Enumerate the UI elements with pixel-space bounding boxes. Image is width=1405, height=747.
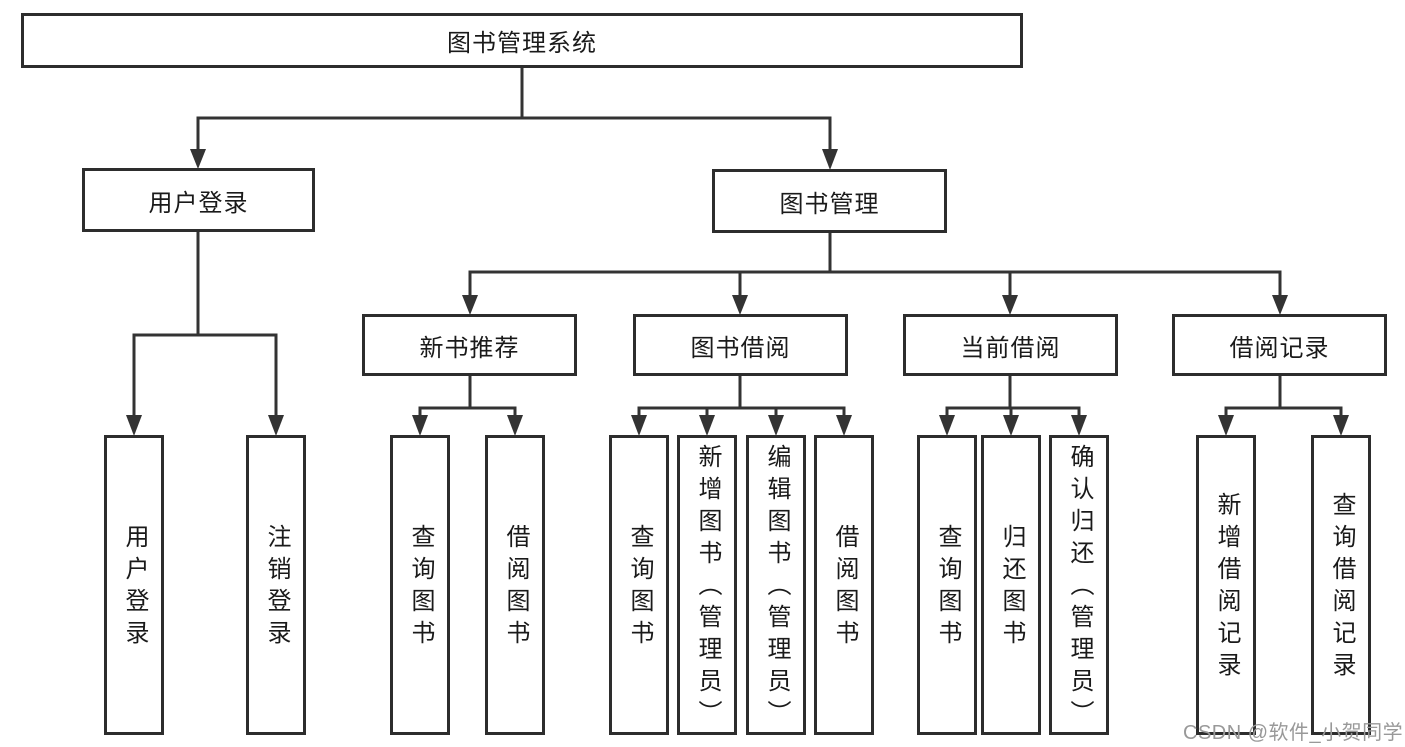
leaf-borrow-books: 借阅图书 xyxy=(814,435,874,735)
leaf-confirm-return-admin: 确认归还（管理员） xyxy=(1049,435,1109,735)
node-user-login: 用户登录 xyxy=(82,168,315,232)
leaf-borrow-books-recommend: 借阅图书 xyxy=(485,435,545,735)
connector-new-book-recommend-children xyxy=(412,374,523,436)
leaf-query-books-borrow: 查询图书 xyxy=(609,435,669,735)
connector-root-to-level2 xyxy=(190,66,838,170)
connector-borrow-records-children xyxy=(1218,374,1349,436)
node-new-book-recommend: 新书推荐 xyxy=(362,314,577,376)
leaf-query-books-current: 查询图书 xyxy=(917,435,977,735)
leaf-add-books-admin: 新增图书（管理员） xyxy=(677,435,737,735)
leaf-logout: 注销登录 xyxy=(246,435,306,735)
watermark: CSDN @软件_小贺同学 xyxy=(1183,722,1404,744)
leaf-user-login: 用户登录 xyxy=(104,435,164,735)
node-root: 图书管理系统 xyxy=(21,13,1023,68)
connector-book-management-to-level3 xyxy=(462,231,1288,315)
leaf-query-books-recommend: 查询图书 xyxy=(390,435,450,735)
leaf-edit-books-admin: 编辑图书（管理员） xyxy=(746,435,806,735)
leaf-add-borrow-record: 新增借阅记录 xyxy=(1196,435,1256,735)
leaf-return-books: 归还图书 xyxy=(981,435,1041,735)
node-book-management: 图书管理 xyxy=(712,169,947,233)
node-book-borrow: 图书借阅 xyxy=(633,314,848,376)
leaf-query-borrow-record: 查询借阅记录 xyxy=(1311,435,1371,735)
connector-current-borrow-children xyxy=(939,374,1087,436)
connector-user-login-children xyxy=(126,230,284,436)
node-current-borrow: 当前借阅 xyxy=(903,314,1118,376)
connector-book-borrow-children xyxy=(631,374,852,436)
node-borrow-records: 借阅记录 xyxy=(1172,314,1387,376)
